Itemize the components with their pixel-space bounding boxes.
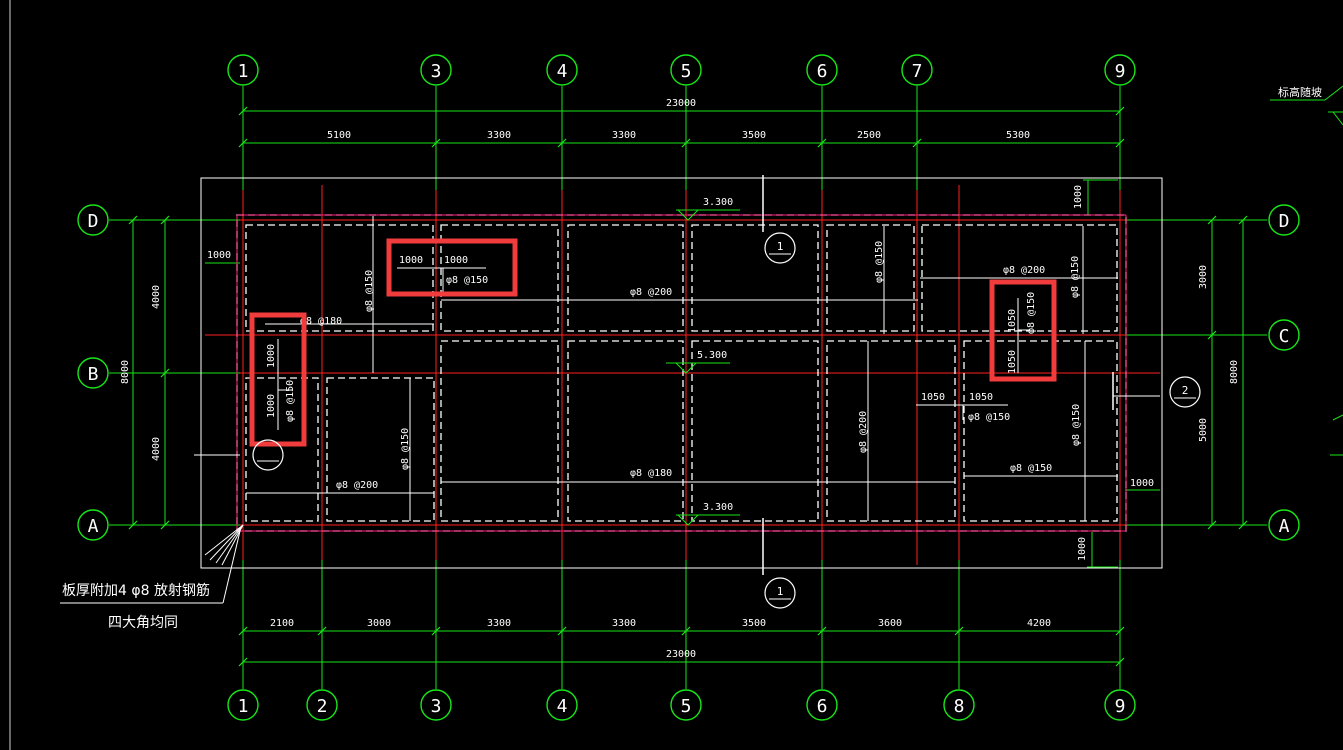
rebar-annotation: φ8 @150: [1070, 256, 1081, 298]
extension-length: 1050: [1007, 350, 1018, 374]
dimension-offset: 1000: [1077, 537, 1088, 561]
rebar-annotation: φ8 @150: [874, 241, 885, 283]
axis-label-right-c: C: [1279, 326, 1290, 347]
corner-note-line1: 板厚附加4 φ8 放射钢筋: [62, 582, 210, 599]
axis-label-bottom: 6: [817, 696, 828, 717]
slab-outline: [200, 177, 1163, 569]
elevation-label: 3.300: [703, 502, 733, 513]
svg-text:2: 2: [1182, 384, 1189, 397]
dimension-span: 4000: [151, 437, 162, 461]
axis-label-right-d: D: [1279, 211, 1290, 232]
axis-label-top: 6: [817, 61, 828, 82]
rebar-annotation: φ8 @200: [858, 411, 869, 453]
section-cut-lines: [762, 175, 1114, 575]
dimension-span: 4200: [1027, 618, 1051, 629]
axis-label-bottom: 4: [557, 696, 568, 717]
extension-length: 1050: [1007, 309, 1018, 333]
dimension-span: 3300: [612, 618, 636, 629]
dimension-total-top: 23000: [666, 98, 696, 109]
elevation-markers: [666, 209, 740, 526]
axis-label-top: 4: [557, 61, 568, 82]
dimension-ticks: [128, 106, 1248, 667]
section-marker-top[interactable]: 1: [764, 232, 796, 264]
dimension-span: 3500: [742, 618, 766, 629]
grid-leaders: [109, 85, 1343, 689]
axis-label-bottom: 5: [681, 696, 692, 717]
axis-label-top: 5: [681, 61, 692, 82]
rebar-annotation: φ8 @150: [1026, 292, 1037, 334]
dimension-total-right: 8000: [1229, 360, 1240, 384]
extension-length: 1000: [266, 344, 277, 368]
svg-text:1: 1: [777, 240, 784, 253]
axis-label-left-a: A: [88, 516, 99, 537]
rebar-annotation: φ8 @150: [285, 380, 296, 422]
section-marker-right[interactable]: 2: [1169, 376, 1201, 408]
rebar-annotation: φ8 @150: [1010, 463, 1052, 474]
axis-label-top: 7: [912, 61, 923, 82]
rebar-annotation: φ8 @180: [300, 316, 342, 327]
dimension-offset: 1000: [1073, 185, 1084, 209]
beam-accents: [236, 214, 1127, 532]
rebar-annotation: φ8 @200: [336, 480, 378, 491]
dimension-span: 4000: [151, 285, 162, 309]
axis-label-bottom: 8: [954, 696, 965, 717]
highlight-box-right[interactable]: 1050 1050 φ8 @150: [989, 279, 1057, 382]
dimension-span: 2100: [270, 618, 294, 629]
dimension-offset: 1000: [1130, 478, 1154, 489]
axis-label-top: 3: [431, 61, 442, 82]
dimension-span: 5300: [1006, 130, 1030, 141]
dimension-total-left: 8000: [120, 360, 131, 384]
dimension-span: 3600: [878, 618, 902, 629]
dimension-extension: 1050: [921, 392, 945, 403]
axis-label-bottom: 1: [238, 696, 249, 717]
rebar-annotation: φ8 @200: [630, 287, 672, 298]
elevation-label: 3.300: [703, 197, 733, 208]
extension-length: 1000: [399, 255, 423, 266]
rebar-annotation: φ8 @200: [1003, 265, 1045, 276]
dimension-total-bottom: 23000: [666, 649, 696, 660]
corner-radial-bars: [60, 524, 244, 604]
dimension-span: 3300: [487, 130, 511, 141]
rebar-annotation: φ8 @150: [1071, 404, 1082, 446]
section-marker-bottom[interactable]: 1: [764, 577, 796, 609]
dimension-span: 5000: [1198, 418, 1209, 442]
axis-label-left-d: D: [88, 211, 99, 232]
axis-label-bottom: 2: [317, 696, 328, 717]
axis-label-top: 9: [1115, 61, 1126, 82]
dimension-span: 3500: [742, 130, 766, 141]
extension-length: 1000: [444, 255, 468, 266]
dimension-span: 3000: [367, 618, 391, 629]
extension-length: 1000: [266, 394, 277, 418]
highlight-box-top[interactable]: 1000 1000 φ8 @150: [386, 238, 518, 297]
rebar-annotation: φ8 @150: [400, 428, 411, 470]
rebar-annotation: φ8 @150: [364, 270, 375, 312]
rebar-annotation: φ8 @150: [446, 275, 488, 286]
rebar-annotation: φ8 @150: [968, 412, 1010, 423]
dimension-span: 3000: [1198, 265, 1209, 289]
axis-bubbles: [77, 54, 1300, 721]
dimension-span: 3300: [612, 130, 636, 141]
axis-label-top: 1: [238, 61, 249, 82]
axis-label-bottom: 3: [431, 696, 442, 717]
dimension-span: 2500: [857, 130, 881, 141]
dimension-offset: 1000: [207, 250, 231, 261]
axis-label-left-b: B: [88, 364, 99, 385]
dimension-span: 5100: [327, 130, 351, 141]
section-marker-left[interactable]: [252, 439, 284, 471]
rebar-lines: [194, 216, 1160, 521]
corner-note-line2: 四大角均同: [108, 615, 178, 631]
axis-label-bottom: 9: [1115, 696, 1126, 717]
elevation-note: 标高随坡: [1278, 85, 1322, 99]
dimension-span: 3300: [487, 618, 511, 629]
axis-label-right-a: A: [1279, 516, 1290, 537]
rebar-annotation: φ8 @180: [630, 468, 672, 479]
svg-text:1: 1: [777, 585, 784, 598]
dimension-extension: 1050: [969, 392, 993, 403]
elevation-label: 5.300: [697, 350, 727, 361]
